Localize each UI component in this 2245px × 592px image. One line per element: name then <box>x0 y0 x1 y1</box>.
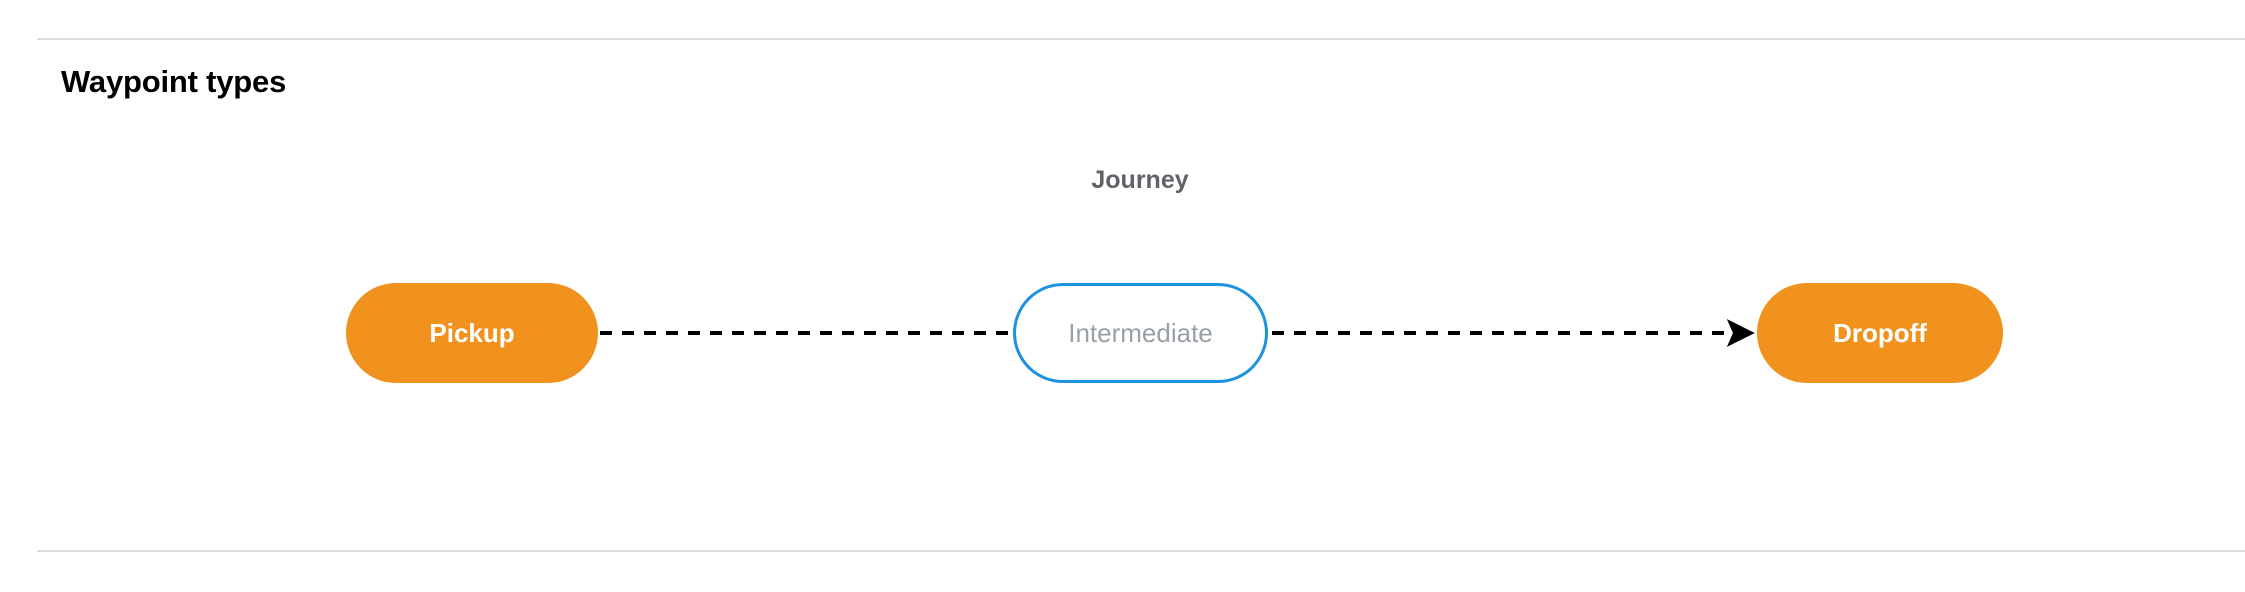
page-title: Waypoint types <box>61 64 287 99</box>
section-divider-bottom <box>37 550 2245 552</box>
node-pickup-label: Pickup <box>429 318 515 348</box>
node-pickup[interactable]: Pickup <box>346 283 598 383</box>
diagram-label-journey: Journey <box>1091 166 1189 194</box>
node-dropoff[interactable]: Dropoff <box>1757 283 2003 383</box>
node-intermediate-label: Intermediate <box>1068 318 1213 348</box>
node-dropoff-label: Dropoff <box>1833 318 1927 348</box>
section-divider-top <box>37 38 2245 40</box>
node-intermediate[interactable]: Intermediate <box>1013 283 1268 383</box>
